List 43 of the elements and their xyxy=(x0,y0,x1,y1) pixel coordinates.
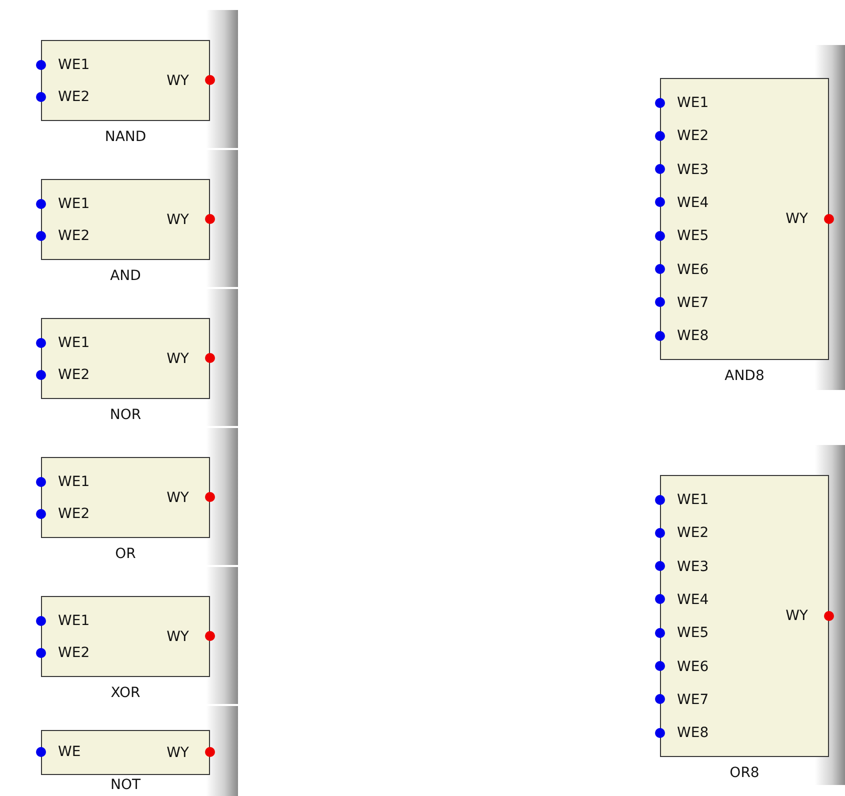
output-pin-label: WY xyxy=(166,350,189,366)
block-name: OR xyxy=(114,546,137,562)
input-pin-label: WE2 xyxy=(58,89,90,105)
input-pin-label: WE5 xyxy=(677,228,709,244)
block-name: XOR xyxy=(110,685,142,701)
input-pin-label: WE8 xyxy=(677,328,709,344)
input-pin-label: WE1 xyxy=(58,57,90,73)
output-pin-label: WY xyxy=(166,628,189,644)
block-name: AND xyxy=(109,268,142,284)
input-pin-label: WE6 xyxy=(677,262,709,278)
input-pin-label: WE2 xyxy=(58,506,90,522)
block-name: NOT xyxy=(109,777,142,793)
input-pin-label: WE1 xyxy=(58,335,90,351)
input-pin-label: WE8 xyxy=(677,725,709,742)
output-pin-label: WY xyxy=(786,608,808,624)
input-pin-label: WE7 xyxy=(677,294,709,311)
output-pin-label: WY xyxy=(786,211,808,227)
block-name: AND8 xyxy=(724,368,766,384)
input-pin-label: WE xyxy=(58,744,81,760)
input-pin-label: WE1 xyxy=(677,95,709,111)
input-pin-label: WE1 xyxy=(58,613,90,629)
input-pin-label: WE6 xyxy=(677,658,709,674)
input-pin-label: WE3 xyxy=(677,162,709,178)
input-pin-label: WE1 xyxy=(58,196,90,212)
output-pin-label: WY xyxy=(166,490,189,506)
input-pin-label: WE4 xyxy=(677,592,709,608)
input-pin-label: WE1 xyxy=(58,474,90,490)
input-pin-label: WE2 xyxy=(58,645,90,661)
input-pin-label: WE7 xyxy=(677,692,709,708)
input-pin-label: WE2 xyxy=(58,367,90,383)
output-pin-label: WY xyxy=(166,72,189,88)
input-pin-label: WE3 xyxy=(677,558,709,575)
output-pin-label: WY xyxy=(166,744,189,760)
input-pin-label: WE2 xyxy=(677,525,709,542)
output-pin-label: WY xyxy=(166,212,189,228)
block-name: NOR xyxy=(108,407,142,423)
input-pin-label: WE2 xyxy=(58,228,90,244)
input-pin-label: WE1 xyxy=(677,492,709,508)
input-pin-label: WE5 xyxy=(677,625,709,642)
input-pin-label: WE2 xyxy=(677,128,709,144)
block-name: OR8 xyxy=(728,765,760,781)
input-pin-label: WE4 xyxy=(677,194,709,211)
block-name: NAND xyxy=(104,129,148,145)
